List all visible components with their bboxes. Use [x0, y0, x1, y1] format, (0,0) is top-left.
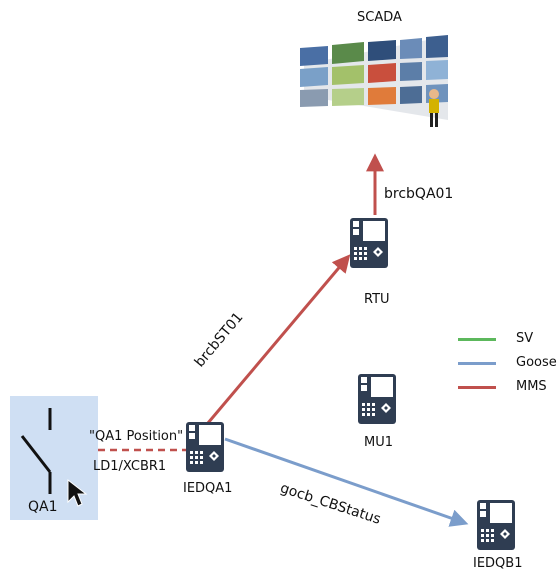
iedqb1-label: IEDQB1 [473, 556, 523, 571]
legend-mms-label: MMS [516, 379, 547, 394]
iedqa1-device-icon [186, 422, 224, 472]
breaker-switch-icon [20, 408, 52, 494]
qa1-label: QA1 [28, 499, 58, 515]
legend-sv-swatch [458, 338, 496, 341]
mu1-label: MU1 [364, 435, 394, 450]
brcbqa01-label: brcbQA01 [384, 186, 454, 202]
scada-label: SCADA [357, 10, 402, 25]
ld1-xcbr1-label: LD1/XCBR1 [93, 459, 167, 474]
scada-wall-icon [300, 35, 448, 127]
rtu-device-icon [350, 218, 388, 268]
rtu-label: RTU [364, 292, 390, 307]
iedqb1-device-icon [477, 500, 515, 550]
iedqa1-label: IEDQA1 [183, 481, 233, 496]
legend-goose-swatch [458, 362, 496, 365]
qa1-position-label: "QA1 Position" [89, 429, 184, 444]
legend-mms-swatch [458, 386, 496, 389]
legend-goose-label: Goose [516, 355, 557, 370]
mouse-cursor-icon [67, 478, 88, 507]
legend-sv-label: SV [516, 331, 534, 346]
mu1-device-icon [358, 374, 396, 424]
mms-link-iedqa1-rtu [206, 254, 351, 424]
goose-link-iedqa1-iedqb1 [224, 437, 469, 527]
qa1-breaker-box[interactable] [10, 396, 98, 520]
